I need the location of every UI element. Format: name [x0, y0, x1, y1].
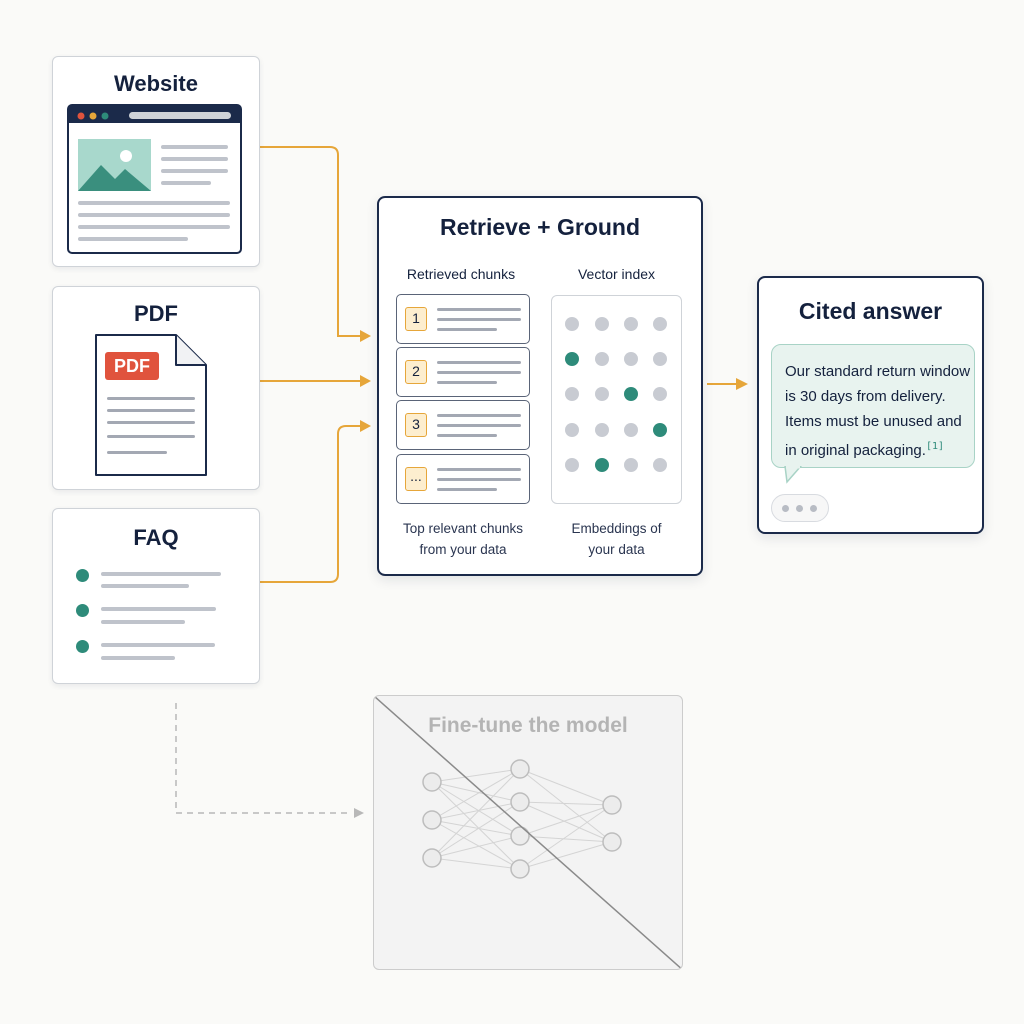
pdf-arrowhead [360, 375, 371, 387]
retrieve-title: Retrieve + Ground [439, 214, 641, 240]
pdf-title: PDF [134, 301, 178, 326]
faq-arrow [260, 425, 360, 583]
faq-title: FAQ [133, 525, 179, 550]
cited-answer-panel: Cited answer Our standard return window … [757, 276, 984, 534]
retrieve-ground-panel: Retrieve + Ground Retrieved chunks Vecto… [377, 196, 703, 576]
vector-caption: Embeddings of your data [571, 521, 662, 557]
neural-network-icon [374, 696, 682, 969]
faq-card: FAQ [52, 508, 260, 684]
chunk-number: 1 [405, 307, 427, 331]
website-arrowhead [360, 330, 371, 342]
cited-answer-title: Cited answer [798, 298, 943, 324]
website-title: Website [114, 71, 198, 96]
typing-indicator [771, 494, 829, 522]
pdf-badge: PDF [114, 356, 150, 376]
answer-bubble: Our standard return window is 30 days fr… [771, 344, 975, 468]
chunk-card: 3 [396, 400, 530, 450]
website-card: Website [52, 56, 260, 267]
chunk-card: 2 [396, 347, 530, 397]
vector-index-label: Vector index [577, 266, 656, 282]
pdf-card: PDF PDF [52, 286, 260, 490]
vector-index-grid [551, 295, 682, 504]
retrieved-chunks-label: Retrieved chunks [406, 266, 516, 282]
finetune-dashed-arrow [175, 703, 352, 814]
chunk-number: 2 [405, 360, 427, 384]
chunk-card: ... [396, 454, 530, 504]
strike-through-line [374, 696, 682, 969]
chunk-card: 1 [396, 294, 530, 344]
chunk-number: 3 [405, 413, 427, 437]
faq-arrowhead [360, 420, 371, 432]
finetune-arrowhead [354, 808, 364, 818]
website-arrow [260, 146, 360, 337]
chunks-caption: Top relevant chunks from your data [402, 521, 524, 557]
chunk-number: ... [405, 467, 427, 491]
answer-arrowhead [736, 378, 748, 390]
bubble-tail [784, 466, 802, 484]
browser-window-icon [67, 104, 242, 254]
finetune-panel: Fine-tune the model [373, 695, 683, 970]
citation-marker[interactable]: [1] [925, 441, 944, 452]
pdf-document-icon [95, 334, 207, 476]
finetune-title: Fine-tune the model [428, 714, 628, 737]
